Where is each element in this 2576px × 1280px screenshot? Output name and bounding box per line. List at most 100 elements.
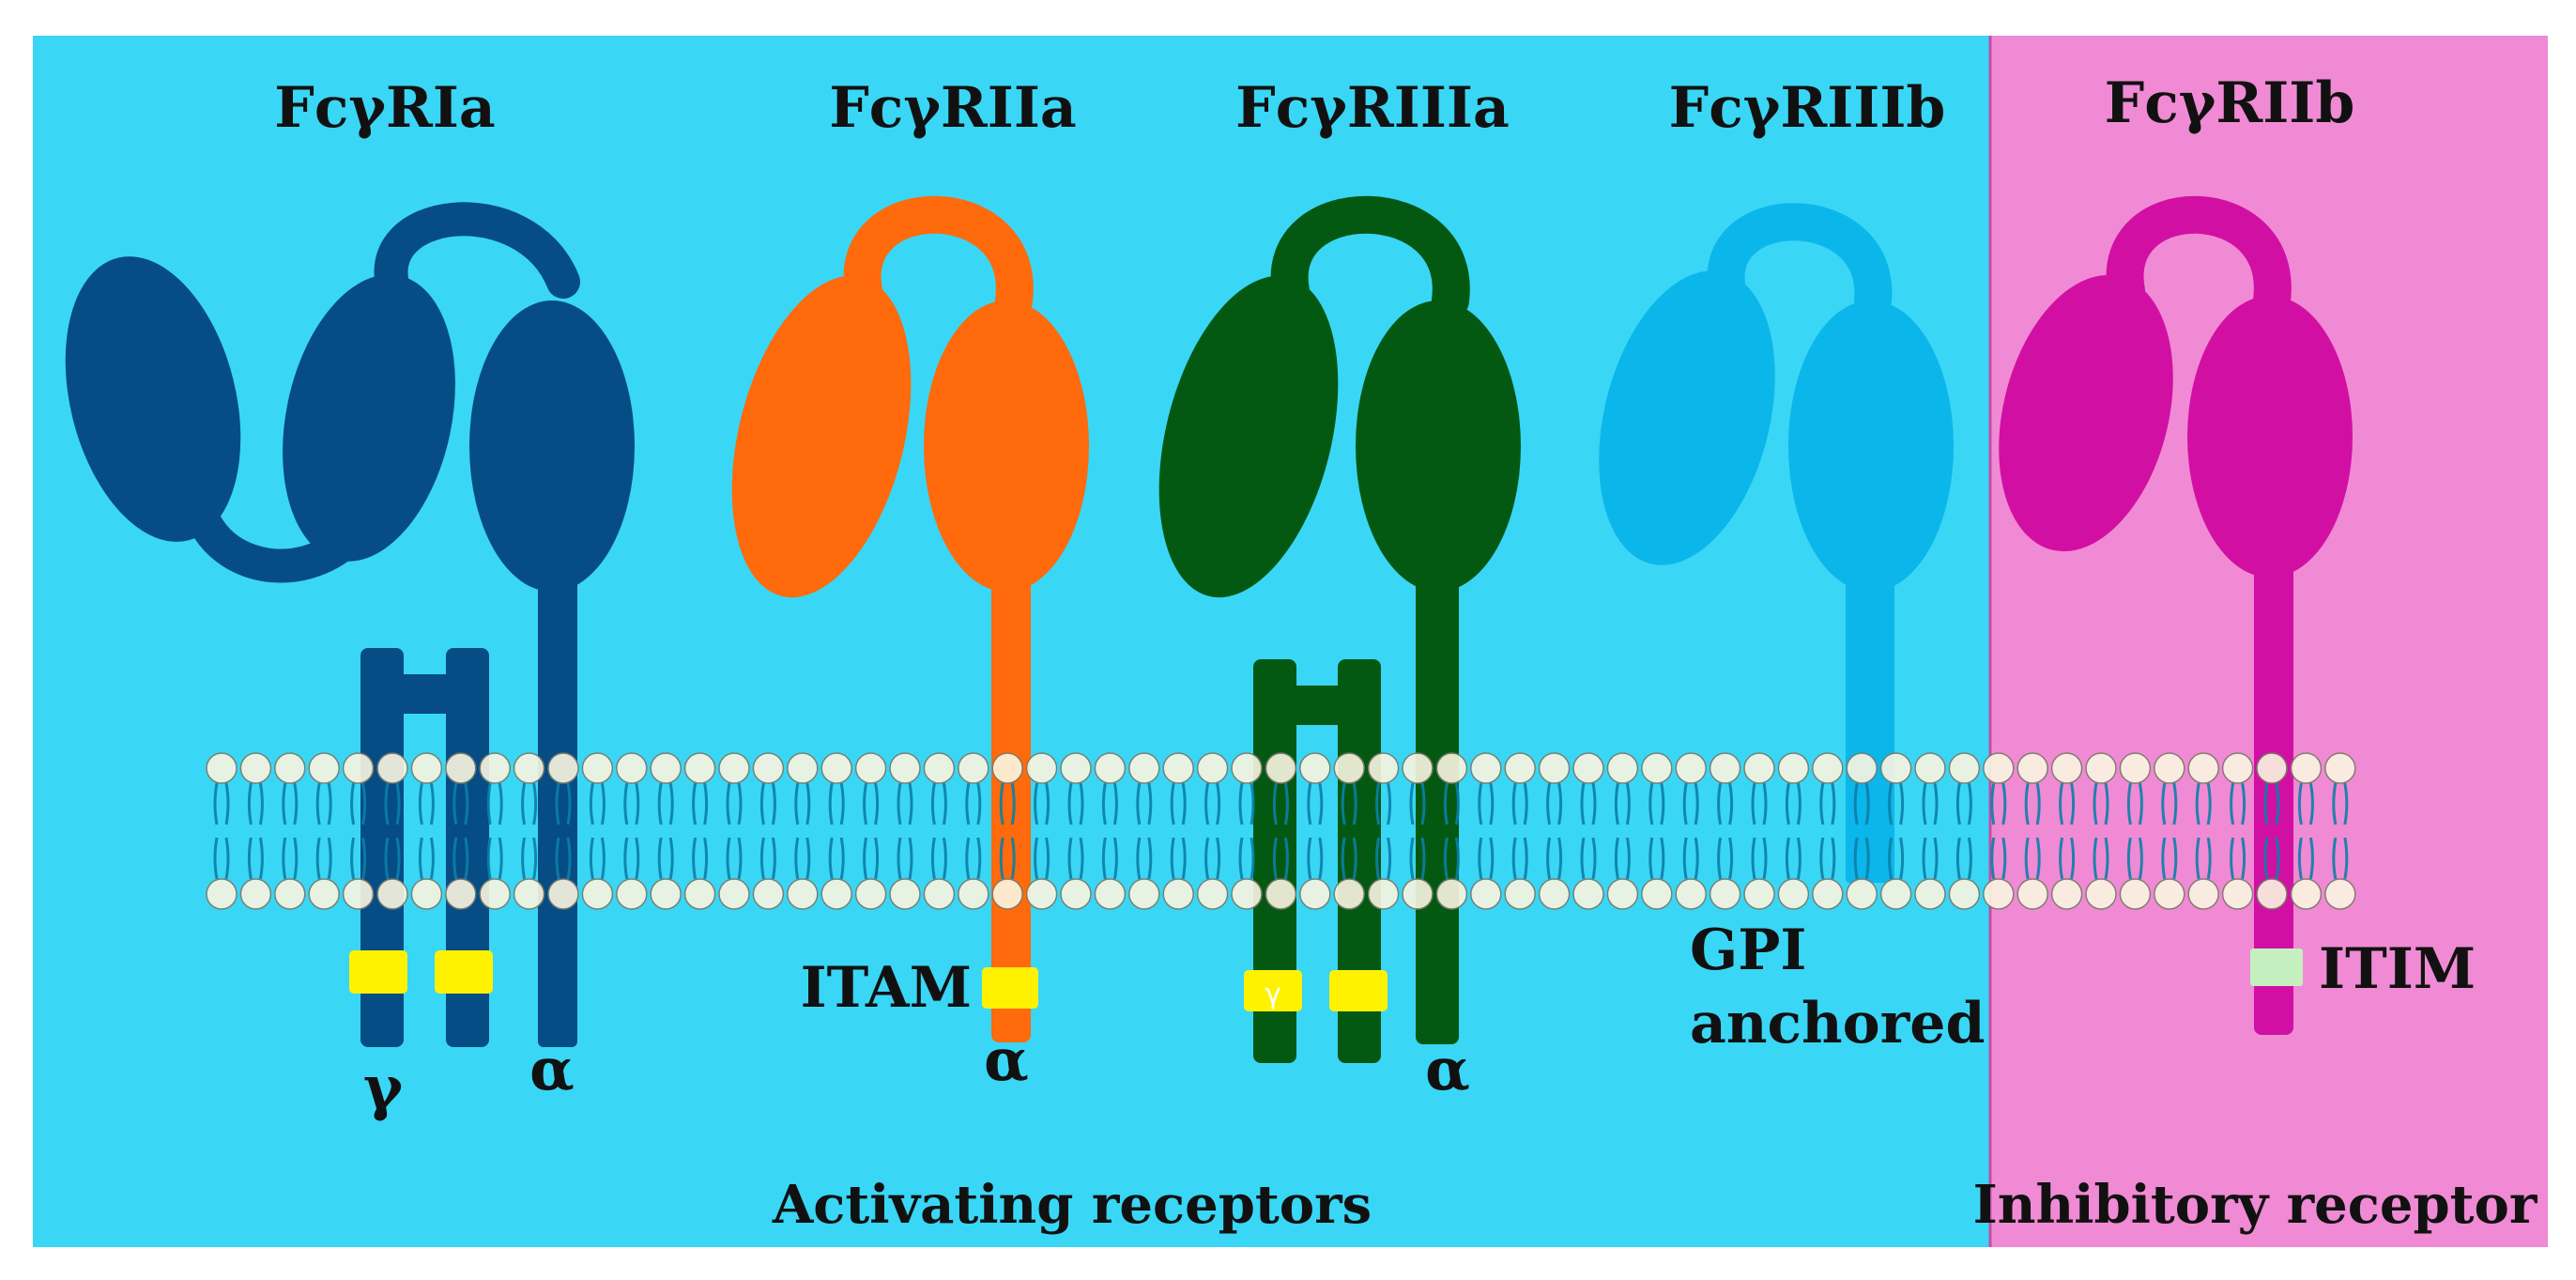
fcgriia-loop [843,195,1034,319]
lipid-head-outer [1402,752,1434,784]
lipid-tails [1478,782,1495,880]
lipid-head-outer [923,752,956,784]
lipid-tails [2297,782,2314,880]
lipid-head-inner [1641,878,1673,910]
lipid-head-outer [1846,752,1878,784]
fcgriiib-receptor [1599,203,1954,883]
fcgriia-itam [982,967,1038,1009]
lipid-tails [2024,782,2041,880]
lipid-head-inner [1709,878,1741,910]
lipid-head-outer [991,752,1023,784]
lipid-tails [930,782,947,880]
lipid-tails [1136,782,1153,880]
lipid-head-inner [2290,878,2323,910]
lipid-tails [1443,782,1460,880]
fcgri-title: FcγRIa [274,75,496,141]
fcgriia-alpha-label: α [984,1026,1029,1094]
fcgriib-stalk [2254,554,2293,1035]
lipid-head-outer [820,752,852,784]
lipid-tails [2126,782,2143,880]
lipid-tails [1238,782,1255,880]
lipid-head-inner [991,878,1023,910]
lipid-head-outer [2324,752,2356,784]
fcgriiia-gamma-bridge [1292,686,1343,725]
lipid-head-inner [239,878,272,910]
fcgriib-title: FcγRIIb [2105,70,2355,136]
fcgriiia-alpha-stalk [1416,563,1459,1044]
lipid-head-inner [683,878,716,910]
lipid-head-outer [1983,752,2015,784]
lipid-head-inner [1572,878,1604,910]
lipid-tails [384,782,401,880]
lipid-head-inner [2324,878,2356,910]
lipid-head-inner [650,878,682,910]
lipid-tails [794,782,811,880]
lipid-head-outer [1538,752,1571,784]
fcgriiia-gamma-mark: γ [1265,978,1281,1010]
lipid-head-inner [1231,878,1263,910]
lipid-head-outer [2050,752,2083,784]
lipid-head-outer [1675,752,1707,784]
lipid-head-outer [1231,752,1263,784]
lipid-head-inner [308,878,340,910]
lipid-head-outer [1777,752,1810,784]
fcgri-gamma-chain-left [360,648,404,1047]
lipid-tails [828,782,845,880]
lipid-head-outer [718,752,750,784]
inhibitory-group-label: Inhibitory receptor [1973,1174,2538,1236]
lipid-head-inner [718,878,750,910]
fcgriia-alpha-stalk [991,563,1031,1042]
lipid-tails [1614,782,1631,880]
fcgriiia-domain-2 [1356,301,1521,592]
fcgri-itam-1 [349,950,407,994]
lipid-head-inner [1196,878,1229,910]
lipid-head-outer [854,752,887,784]
lipid-tails [1580,782,1597,880]
fcgriiib-anchored-label: anchored [1690,991,1985,1056]
lipid-head-outer [547,752,579,784]
lipid-head-outer [889,752,921,784]
lipid-tails [2230,782,2246,880]
lipid-head-outer [513,752,545,784]
fcgri-domain-3 [469,301,635,592]
lipid-head-outer [239,752,272,784]
lipid-tails [1170,782,1187,880]
lipid-head-inner [1367,878,1400,910]
lipid-tails [1888,782,1905,880]
lipid-head-inner [1948,878,1981,910]
fcgriia-receptor [731,195,1089,1042]
fcgri-domain-1 [65,256,241,542]
lipid-head-outer [581,752,614,784]
lipid-head-outer [1879,752,1912,784]
lipid-head-outer [479,752,511,784]
lipid-head-inner [1879,878,1912,910]
lipid-head-outer [410,752,443,784]
lipid-head-inner [445,878,477,910]
lipid-tails [1648,782,1665,880]
lipid-head-inner [1060,878,1092,910]
lipid-head-outer [1435,752,1468,784]
lipid-head-outer [206,752,238,784]
lipid-head-inner [342,878,375,910]
lipid-head-outer [1709,752,1741,784]
lipid-head-inner [1025,878,1058,910]
lipid-head-inner [1299,878,1331,910]
lipid-head-outer [2256,752,2288,784]
lipid-head-outer [1641,752,1673,784]
lipid-head-inner [616,878,648,910]
lipid-tails [1853,782,1870,880]
lipid-tails [1990,782,2007,880]
fcgri-gamma-bridge [399,674,451,714]
fcgri-itam-2 [435,950,493,994]
lipid-tails [1204,782,1221,880]
lipid-head-inner [1777,878,1810,910]
lipid-head-inner [479,878,511,910]
lipid-tails [1067,782,1084,880]
lipid-tails [1034,782,1050,880]
lipid-head-inner [2050,878,2083,910]
lipid-head-inner [1914,878,1946,910]
lipid-tails [1955,782,1972,880]
fcgri-alpha-label: α [529,1035,575,1103]
lipid-tails [1272,782,1289,880]
